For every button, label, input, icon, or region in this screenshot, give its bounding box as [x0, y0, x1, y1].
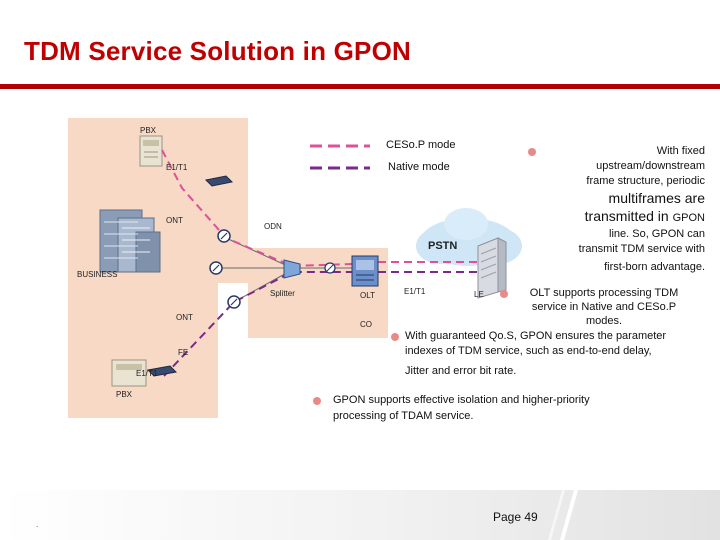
- ont-lower-icon: [227, 295, 241, 309]
- footer-dot: .: [36, 520, 39, 529]
- e1t1-mid-label: E1/T1: [404, 287, 426, 296]
- pbx-top-label: PBX: [140, 126, 157, 135]
- note4: GPON supports effective isolation and hi…: [333, 394, 590, 422]
- e1t1-top-label: E1/T1: [166, 163, 188, 172]
- fe-label: FE: [178, 348, 189, 357]
- note4-bullet: [313, 397, 321, 405]
- note3-bullet: [391, 333, 399, 341]
- splitter-label: Splitter: [270, 289, 295, 298]
- page-title: TDM Service Solution in GPON: [24, 36, 411, 66]
- pbx-top-icon: [139, 135, 163, 167]
- business-label: BUSINESS: [77, 270, 118, 279]
- ont-business-label: ONT: [166, 216, 183, 225]
- router-bottom-icon: [146, 365, 178, 377]
- business-building-icon: [99, 209, 161, 273]
- e1t1-bottom-label: E1/T1: [136, 369, 158, 378]
- note1: With fixed upstream/downstream frame str…: [578, 145, 705, 273]
- odn-label: ODN: [264, 222, 282, 231]
- title-divider: [0, 84, 720, 89]
- pbx-bottom-label: PBX: [116, 390, 133, 399]
- le-switch-icon: [477, 237, 507, 299]
- pstn-label: PSTN: [428, 240, 458, 252]
- ont-middle-icon: [209, 261, 223, 275]
- ont-lower-label: ONT: [176, 313, 193, 322]
- note2-bullet: [500, 290, 508, 298]
- pbx-bottom-icon: [111, 359, 147, 387]
- ont-inline-icon: [324, 262, 336, 274]
- splitter-icon: [283, 259, 301, 279]
- legend-ceso-label: CESo.P mode: [386, 139, 456, 151]
- note1-bullet: [528, 148, 536, 156]
- page-number: Page 49: [493, 510, 538, 524]
- co-label: CO: [360, 320, 372, 329]
- le-label: LE: [474, 290, 484, 299]
- legend-native-label: Native mode: [388, 161, 450, 173]
- router-top-icon: [204, 175, 234, 187]
- olt-device-icon: [351, 255, 379, 287]
- ont-business-icon: [217, 229, 231, 243]
- note2: OLT supports processing TDM service in N…: [529, 287, 679, 327]
- home-region: [68, 283, 218, 418]
- note3: With guaranteed Qo.S, GPON ensures the p…: [405, 330, 667, 377]
- olt-label: OLT: [360, 291, 375, 300]
